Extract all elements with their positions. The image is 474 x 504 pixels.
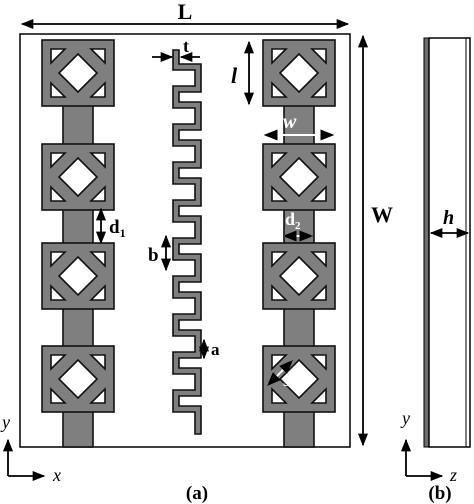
left-cell-2 xyxy=(41,143,115,211)
label-l: l xyxy=(231,63,238,88)
label-h: h xyxy=(443,207,454,229)
label-d2: d2 xyxy=(285,209,301,232)
label-b: b xyxy=(148,245,159,266)
side-view-substrate xyxy=(428,37,471,448)
right-array xyxy=(262,39,336,448)
dimension-d1: d1 xyxy=(95,207,126,245)
dimension-W: W xyxy=(357,34,393,447)
right-cell-3 xyxy=(262,242,336,310)
axes-side: y z xyxy=(400,408,457,485)
side-view: h xyxy=(423,37,471,448)
dimension-a: a xyxy=(198,338,220,360)
label-L: L xyxy=(178,0,193,24)
dimension-d2: d2 xyxy=(282,209,314,242)
dimension-s: s xyxy=(267,360,293,390)
meander-line xyxy=(172,49,202,435)
left-cell-1 xyxy=(41,39,115,107)
dimension-l: l xyxy=(231,40,255,106)
axis-y-label-a: y xyxy=(0,412,10,432)
right-cell-2 xyxy=(262,143,336,211)
label-d1: d1 xyxy=(109,217,126,240)
label-t: t xyxy=(183,36,189,56)
right-cell-1 xyxy=(262,39,336,107)
caption-a: (a) xyxy=(186,483,208,504)
label-W: W xyxy=(371,202,393,227)
dimension-L: L xyxy=(20,0,350,30)
left-cell-3 xyxy=(41,242,115,310)
axes-front: y x xyxy=(0,412,61,485)
axis-y-label-b: y xyxy=(400,408,410,428)
axis-x-label-a: x xyxy=(52,465,61,485)
left-cell-4 xyxy=(41,345,115,413)
dimension-w: w xyxy=(263,111,335,141)
caption-b: (b) xyxy=(428,483,451,504)
label-a: a xyxy=(211,340,220,359)
axis-z-label-b: z xyxy=(449,465,457,485)
label-w: w xyxy=(283,111,297,133)
label-s: s xyxy=(283,370,290,390)
dimension-b: b xyxy=(148,234,172,272)
dimension-t: t xyxy=(152,36,200,63)
left-array xyxy=(41,39,115,448)
